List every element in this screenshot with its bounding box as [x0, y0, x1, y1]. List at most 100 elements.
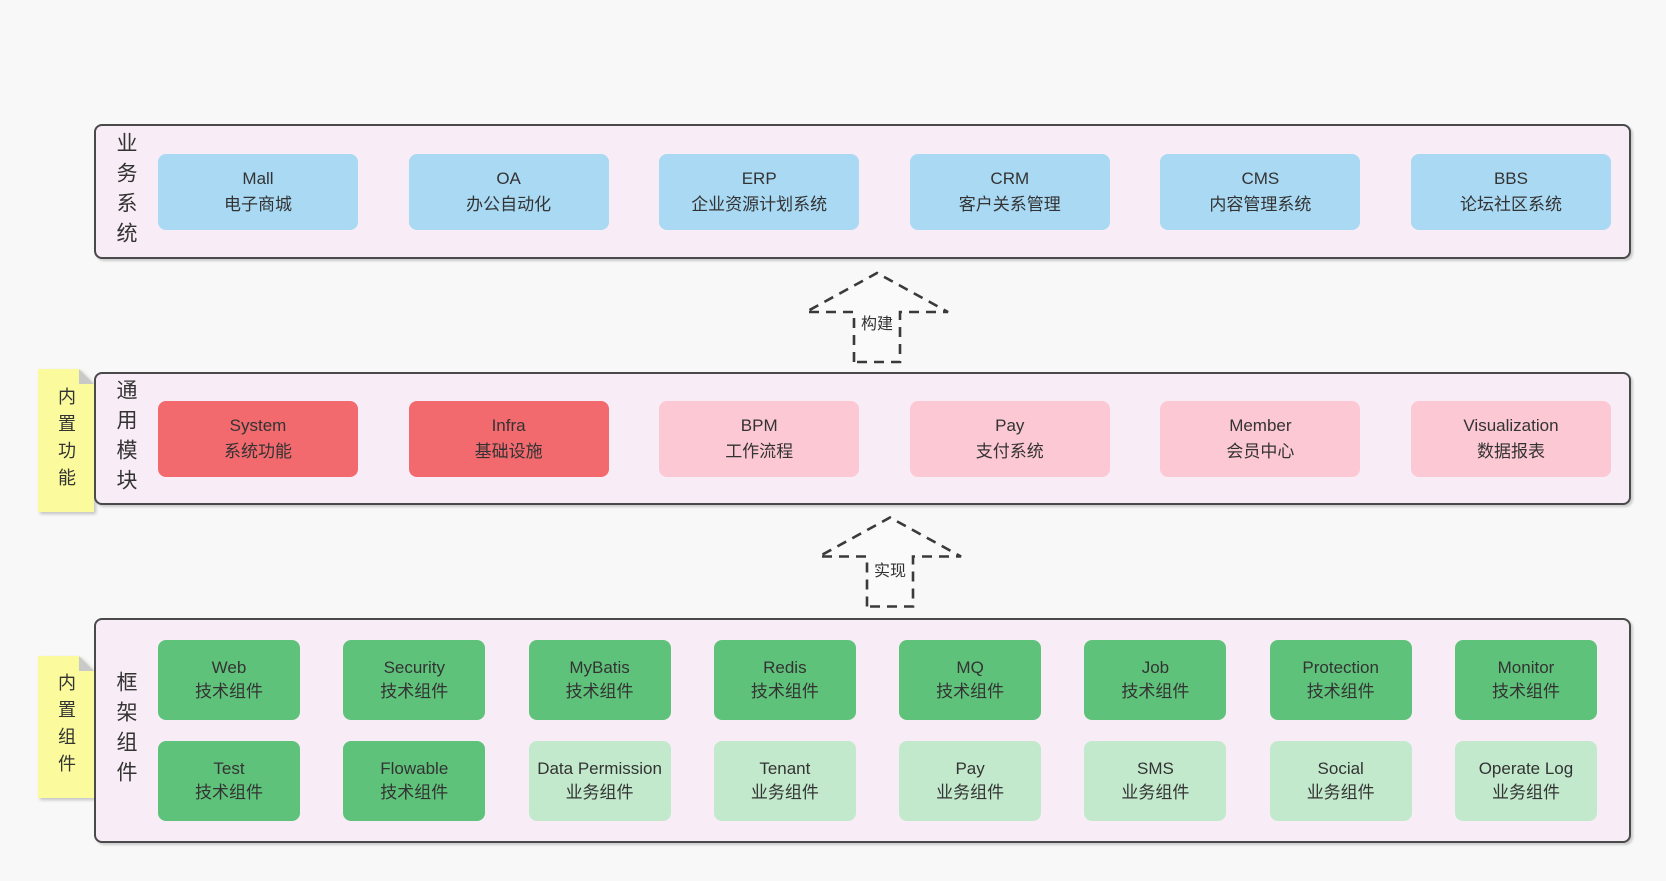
node-subtitle: 支付系统: [975, 441, 1044, 461]
node-subtitle: 电子商城: [224, 194, 292, 214]
node-subtitle: 业务组件: [1306, 782, 1375, 802]
node-subtitle: 论坛社区系统: [1459, 194, 1562, 214]
node-title: Member: [1229, 416, 1292, 435]
node-subtitle: 工作流程: [725, 441, 794, 461]
node-data-permission: Data Permission 业务组件: [528, 740, 671, 821]
node-title: Tenant: [759, 758, 811, 778]
node-infra: Infra 基础设施: [408, 400, 609, 477]
node-subtitle: 业务组件: [1491, 782, 1560, 802]
node-monitor: Monitor 技术组件: [1454, 640, 1597, 721]
node-visualization: Visualization 数据报表: [1410, 400, 1611, 477]
node-subtitle: 技术组件: [1121, 682, 1190, 702]
node-title: Data Permission: [537, 758, 662, 778]
node-mall: Mall 电子商城: [158, 153, 358, 230]
node-system: System 系统功能: [158, 400, 358, 477]
node-title: CMS: [1241, 169, 1280, 188]
node-subtitle: 基础设施: [474, 441, 543, 461]
node-title: Infra: [491, 416, 526, 435]
node-title: Test: [213, 758, 245, 778]
node-title: SMS: [1136, 758, 1174, 778]
node-security: Security 技术组件: [343, 640, 486, 721]
layer-framework-components: 框架组件 Web 技术组件 Security 技术组件 MyBatis 技术组件 Redis…: [94, 618, 1631, 843]
node-subtitle: 内容管理系统: [1209, 194, 1312, 214]
folded-corner-icon: [79, 369, 94, 384]
node-subtitle: 技术组件: [1491, 682, 1560, 702]
sticky-note: 内置组件: [38, 656, 94, 798]
node-job: Job 技术组件: [1084, 640, 1227, 721]
node-subtitle: 企业资源计划系统: [691, 194, 828, 214]
node-tenant: Tenant 业务组件: [713, 740, 856, 821]
node-web: Web 技术组件: [158, 640, 300, 721]
node-subtitle: 业务组件: [750, 782, 819, 802]
node-title: Web: [211, 658, 247, 678]
layer-business-systems: 业务系统 Mall 电子商城 OA 办公自动化 ERP 企业资源计划系统 CRM 客户关系管理…: [94, 124, 1631, 259]
build-arrow: 构建: [802, 270, 952, 365]
node-title: Monitor: [1497, 658, 1555, 678]
node-title: Flowable: [380, 758, 449, 778]
node-subtitle: 业务组件: [565, 782, 634, 802]
node-title: Security: [383, 658, 445, 678]
node-title: OA: [496, 169, 521, 188]
node-flowable: Flowable 技术组件: [343, 740, 486, 821]
build-arrow-label: 构建: [858, 309, 896, 336]
layer-label-framework-components: 框架组件: [114, 670, 137, 791]
implement-arrow-label: 实现: [871, 555, 909, 582]
node-title: MyBatis: [569, 658, 630, 678]
node-bbs: BBS 论坛社区系统: [1410, 153, 1611, 230]
node-subtitle: 技术组件: [1306, 682, 1375, 702]
folded-corner-icon: [79, 656, 94, 671]
node-subtitle: 技术组件: [380, 682, 449, 702]
node-title: Social: [1317, 758, 1364, 778]
node-subtitle: 业务组件: [936, 782, 1005, 802]
sticky-note-text: 内置组件: [56, 673, 76, 781]
node-title: BBS: [1493, 169, 1528, 188]
business-systems-boxes: Mall 电子商城 OA 办公自动化 ERP 企业资源计划系统 CRM 客户关系管理 CMS 内容…: [158, 126, 1611, 257]
node-operate-log: Operate Log 业务组件: [1454, 740, 1597, 821]
node-title: MQ: [956, 658, 984, 678]
node-pay: Pay 支付系统: [909, 400, 1110, 477]
sticky-note: 内置功能: [38, 369, 94, 512]
node-title: Operate Log: [1478, 758, 1574, 778]
node-mybatis: MyBatis 技术组件: [528, 640, 671, 721]
node-cms: CMS 内容管理系统: [1160, 153, 1361, 230]
node-title: Redis: [763, 658, 807, 678]
node-subtitle: 技术组件: [195, 682, 263, 702]
node-subtitle: 办公自动化: [466, 194, 552, 214]
node-subtitle: 系统功能: [224, 441, 292, 461]
node-mq: MQ 技术组件: [899, 640, 1042, 721]
node-title: Visualization: [1463, 416, 1559, 435]
node-subtitle: 技术组件: [380, 782, 449, 802]
layer-label-business-systems: 业务系统: [114, 131, 137, 252]
layer-label-common-modules: 通用模块: [114, 378, 137, 499]
node-crm: CRM 客户关系管理: [909, 153, 1110, 230]
node-social: Social 业务组件: [1269, 740, 1412, 821]
node-oa: OA 办公自动化: [408, 153, 609, 230]
node-subtitle: 客户关系管理: [958, 194, 1061, 214]
node-title: CRM: [990, 169, 1030, 188]
node-sms: SMS 业务组件: [1084, 740, 1227, 821]
node-title: Mall: [242, 169, 274, 188]
node-subtitle: 数据报表: [1476, 441, 1545, 461]
node-title: Job: [1141, 658, 1170, 678]
node-title: ERP: [741, 169, 777, 188]
node-title: Pay: [995, 416, 1025, 435]
node-title: System: [229, 416, 287, 435]
node-erp: ERP 企业资源计划系统: [659, 153, 860, 230]
sticky-note-text: 内置功能: [56, 386, 76, 495]
node-subtitle: 技术组件: [936, 682, 1005, 702]
implement-arrow: 实现: [815, 513, 965, 611]
node-subtitle: 技术组件: [565, 682, 634, 702]
node-subtitle: 业务组件: [1121, 782, 1190, 802]
